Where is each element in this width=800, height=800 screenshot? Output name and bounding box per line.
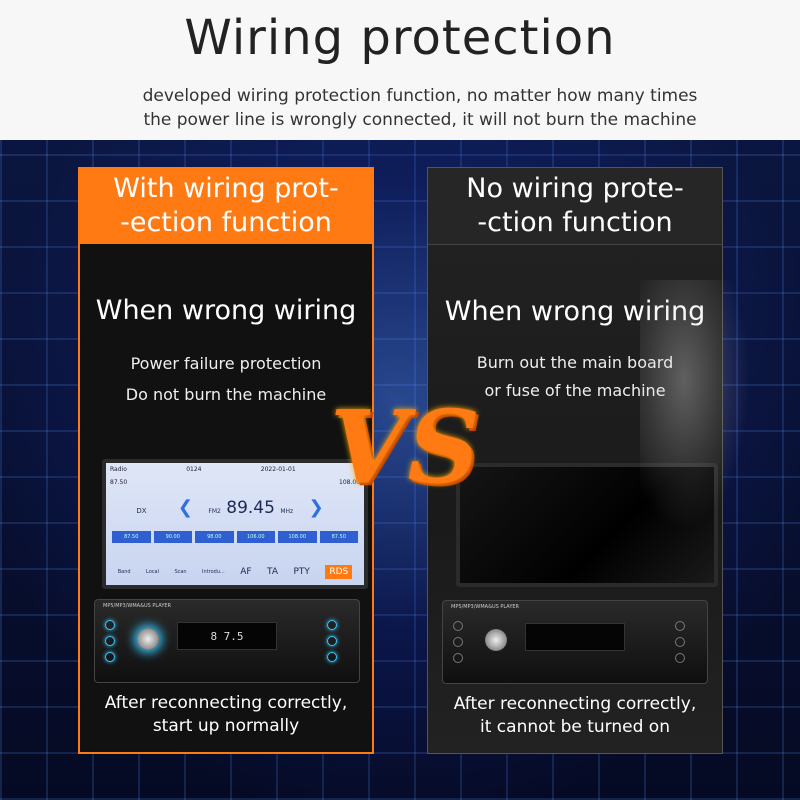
radio-screen: Radio 0124 2022-01-01 ↩ 87.50 108.00 DX … <box>102 459 368 589</box>
power-button-icon <box>105 620 115 630</box>
button-cluster-right <box>665 619 695 669</box>
radio-status-bar: Radio 0124 2022-01-01 ↩ <box>110 466 360 478</box>
preset-button: 87.50 <box>319 531 358 543</box>
preset-button: 108.00 <box>278 531 317 543</box>
radio-time: 0124 <box>186 466 202 473</box>
button-cluster <box>451 619 481 669</box>
mic-icon <box>327 620 337 630</box>
band-button: Band <box>117 569 131 575</box>
header-band <box>0 0 800 140</box>
volume-knob <box>137 628 159 650</box>
band-high: 108.00 <box>339 479 360 486</box>
panel-with-protection: With wiring prot- -ection function When … <box>78 167 374 754</box>
band-range: 87.50 108.00 <box>110 479 360 491</box>
panel-no-protection: No wiring prote- -ction function When wr… <box>427 167 723 754</box>
chevron-left-icon: ❮ <box>177 497 193 518</box>
page-title: Wiring protection <box>184 10 616 66</box>
frequency-unit: MHz <box>280 508 294 515</box>
panel-footer: After reconnecting correctly, start up n… <box>80 692 372 738</box>
radio-date: 2022-01-01 <box>260 466 296 473</box>
subtitle-line-2: the power line is wrongly connected, it … <box>143 110 697 130</box>
radio-faceplate: MP5/MP3/WMA&US PLAYER 8 7.5 <box>94 599 360 683</box>
button-cluster-right <box>317 618 347 668</box>
desc-line-1: Power failure protection <box>130 354 322 373</box>
pty-button: PTY <box>293 567 310 577</box>
preset-list: 87.50 90.00 98.00 106.00 108.00 87.50 <box>112 531 358 543</box>
chevron-right-icon: ❯ <box>308 497 324 518</box>
panel-heading: With wiring prot- -ection function <box>78 167 374 244</box>
condition-label: When wrong wiring <box>95 295 357 326</box>
back-icon: ↩ <box>354 466 360 473</box>
footer-line-2: it cannot be turned on <box>480 717 670 737</box>
radio-bottom-bar: Band Local Scan Introdu... AF TA PTY RDS <box>110 562 360 582</box>
button-cluster <box>103 618 133 668</box>
footer-line-1: After reconnecting correctly, <box>104 693 348 713</box>
volume-knob <box>485 629 507 651</box>
footer-line-2: start up normally <box>152 716 300 736</box>
preset-button: 87.50 <box>112 531 151 543</box>
intro-button: Introdu... <box>202 569 225 575</box>
prev-button-icon <box>327 652 337 662</box>
power-button-icon <box>453 621 463 631</box>
preset-button: 90.00 <box>153 531 192 543</box>
desc-line-2: Do not burn the machine <box>125 385 327 404</box>
vs-label: VS <box>330 388 480 506</box>
smoke-effect <box>640 280 750 530</box>
heading-line-2: -ction function <box>477 207 673 238</box>
mode-button-icon <box>453 637 463 647</box>
panel-heading: No wiring prote- -ction function <box>428 168 722 245</box>
desc-line-1: Burn out the main board <box>476 353 674 372</box>
prev-button-icon <box>675 653 685 663</box>
preset-button: 106.00 <box>236 531 275 543</box>
next-button-icon <box>675 637 685 647</box>
radio-source-label: Radio <box>110 466 127 473</box>
desc-line-2: or fuse of the machine <box>484 381 666 400</box>
condition-label: When wrong wiring <box>444 296 706 327</box>
mute-button-icon <box>105 652 115 662</box>
plate-label: MP5/MP3/WMA&US PLAYER <box>103 603 172 609</box>
local-button: Local <box>146 569 159 575</box>
band-low: 87.50 <box>110 479 128 486</box>
mic-icon <box>675 621 685 631</box>
heading-line-1: No wiring prote- <box>466 173 684 204</box>
frequency-value: 89.45 <box>226 498 275 518</box>
af-button: AF <box>240 567 252 577</box>
plate-label: MP5/MP3/WMA&US PLAYER <box>451 604 520 610</box>
description: Burn out the main board or fuse of the m… <box>428 349 722 405</box>
lcd-display-off <box>525 623 625 651</box>
description: Power failure protection Do not burn the… <box>80 348 372 410</box>
lcd-display: 8 7.5 <box>177 622 277 650</box>
panel-footer: After reconnecting correctly, it cannot … <box>428 693 722 739</box>
page-subtitle: developed wiring protection function, no… <box>100 84 740 132</box>
heading-line-1: With wiring prot- <box>113 172 339 204</box>
scan-button: Scan <box>174 569 187 575</box>
next-button-icon <box>327 636 337 646</box>
heading-line-2: -ection function <box>120 206 332 238</box>
radio-faceplate: MP5/MP3/WMA&US PLAYER <box>442 600 708 684</box>
frequency-row: DX ❮ FM2 89.45 MHz ❯ <box>106 497 364 518</box>
blank-screen <box>456 463 718 587</box>
mute-button-icon <box>453 653 463 663</box>
rds-button: RDS <box>325 565 353 579</box>
fm-label: FM2 <box>208 508 221 515</box>
mode-button-icon <box>105 636 115 646</box>
dx-label: DX <box>136 507 147 515</box>
footer-line-1: After reconnecting correctly, <box>453 694 697 714</box>
ta-button: TA <box>267 567 278 577</box>
preset-button: 98.00 <box>195 531 234 543</box>
subtitle-line-1: developed wiring protection function, no… <box>142 86 698 106</box>
